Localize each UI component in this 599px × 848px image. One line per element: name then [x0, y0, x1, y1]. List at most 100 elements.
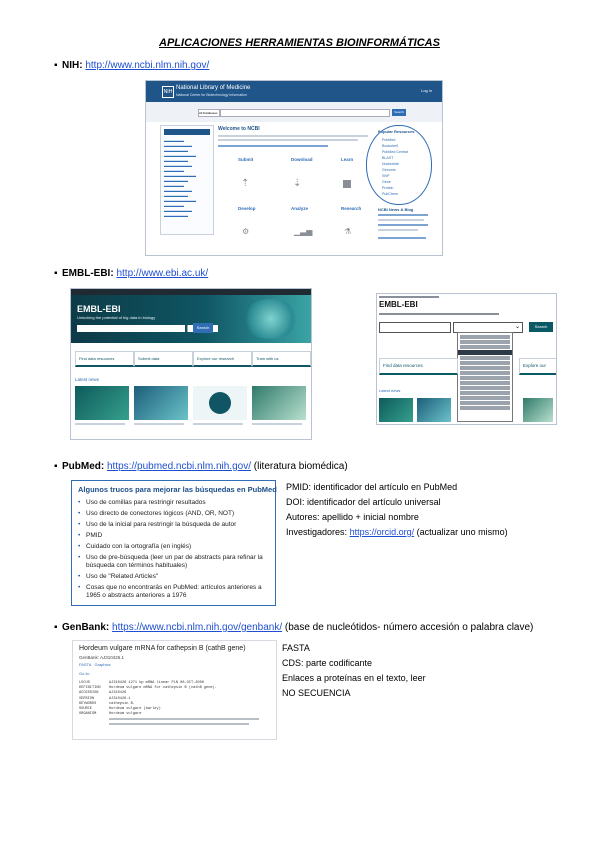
- nih-news-line[interactable]: [378, 237, 426, 239]
- orcid-link[interactable]: https://orcid.org/: [349, 527, 415, 537]
- nih-search-input[interactable]: [220, 109, 390, 117]
- news-caption-line: [193, 423, 243, 425]
- list-item: •Uso de pre-búsqueda (leer un par de abs…: [78, 554, 269, 570]
- bullet-icon: •: [78, 573, 81, 580]
- nih-card-download[interactable]: Download: [291, 157, 313, 162]
- popular-item[interactable]: Genome: [382, 168, 396, 172]
- genbank-link[interactable]: https://www.ncbi.nlm.nih.gov/genbank/: [112, 622, 283, 633]
- field-name: VERSION: [79, 696, 95, 701]
- popular-item[interactable]: SNP: [382, 174, 390, 178]
- ebi2-dropdown-list[interactable]: [457, 332, 513, 422]
- nih-screenshot: NIH National Library of Medicine Nationa…: [145, 80, 443, 256]
- graphics-link[interactable]: Graphics: [94, 662, 111, 667]
- nih-links-line[interactable]: [218, 145, 328, 147]
- nih-text-line: [218, 139, 358, 141]
- nih-news-line[interactable]: [378, 214, 428, 216]
- genbank-accession: GenBank: AJ310426.1: [79, 655, 125, 660]
- nih-login-link[interactable]: Log in: [421, 88, 432, 93]
- ebi-tile-explore[interactable]: Explore our research: [193, 351, 252, 367]
- dropdown-option[interactable]: [460, 406, 510, 410]
- popular-item[interactable]: Bookshelf: [382, 144, 398, 148]
- nih-search-button[interactable]: Search: [392, 109, 406, 116]
- flask-icon: ⚗: [344, 227, 352, 236]
- ebi-hero-graphic: [241, 299, 301, 339]
- dropdown-option[interactable]: [460, 345, 510, 349]
- nih-card-research[interactable]: Research: [341, 206, 362, 211]
- nih-card-submit[interactable]: Submit: [238, 157, 254, 162]
- nih-nav-items[interactable]: ▬▬▬▬▬▬▬▬▬▬▬▬▬▬▬▬▬▬▬▬▬▬▬▬▬▬▬▬▬▬▬▬▬▬▬▬▬▬▬▬…: [164, 138, 196, 218]
- genbank-text-line: [109, 723, 249, 725]
- news-image[interactable]: [75, 386, 129, 420]
- ebi-tile-find[interactable]: Find data resources: [75, 351, 134, 367]
- nih-card-analyze[interactable]: Analyze: [291, 206, 309, 211]
- ebi-label: EMBL-EBI:: [62, 268, 114, 279]
- nih-card-develop[interactable]: Develop: [238, 206, 256, 211]
- dropdown-option[interactable]: [460, 401, 510, 405]
- news-image[interactable]: [193, 386, 247, 420]
- news-image[interactable]: [379, 398, 413, 422]
- dropdown-option[interactable]: [460, 356, 510, 360]
- ebi-search-input[interactable]: [77, 325, 185, 332]
- dropdown-option[interactable]: [460, 391, 510, 395]
- ebi2-tagline-line: [379, 313, 499, 315]
- nih-card-learn[interactable]: Learn: [341, 157, 354, 162]
- pubmed-link[interactable]: https://pubmed.ncbi.nlm.nih.gov/: [107, 461, 251, 472]
- bullet-icon: ▪: [54, 268, 58, 279]
- popular-item[interactable]: BLAST: [382, 156, 394, 160]
- bullet-icon: ▪: [54, 461, 58, 472]
- bullet-icon: •: [78, 499, 81, 506]
- chevron-down-icon: ⌄: [514, 324, 520, 330]
- dropdown-option[interactable]: [460, 366, 510, 370]
- news-image[interactable]: [417, 398, 451, 422]
- ebi2-tile-explore[interactable]: Explore our: [519, 358, 556, 375]
- ebi-tile-train[interactable]: Train with us: [252, 351, 311, 367]
- dropdown-option[interactable]: [460, 361, 510, 365]
- field-name: DEFINITION: [79, 686, 101, 691]
- field-value: AJ310426.1: [109, 696, 131, 701]
- tip-text: Cuidado con la ortografía (en inglés): [86, 543, 192, 550]
- field-value: cathepsin B.: [109, 701, 135, 706]
- field-value: Hordeum vulgare (barley): [109, 707, 161, 712]
- ebi-latest-news[interactable]: Latest news: [75, 377, 100, 382]
- section-ebi: ▪ EMBL-EBI: http://www.ebi.ac.uk/: [54, 268, 209, 279]
- dropdown-option[interactable]: [460, 371, 510, 375]
- dropdown-option[interactable]: [460, 376, 510, 380]
- nih-db-select[interactable]: All Databases: [198, 109, 220, 117]
- news-image[interactable]: [523, 398, 553, 422]
- nih-popular-list[interactable]: PubMed Bookshelf PubMed Central BLAST Nu…: [382, 137, 408, 197]
- dropdown-option[interactable]: [460, 340, 510, 344]
- dropdown-option[interactable]: [460, 381, 510, 385]
- dropdown-option[interactable]: [460, 335, 510, 339]
- fasta-link[interactable]: FASTA: [79, 662, 92, 667]
- ebi2-latest-news[interactable]: Latest news: [379, 388, 401, 393]
- nih-label: NIH:: [62, 60, 83, 71]
- ebi-search-button[interactable]: Search: [193, 323, 213, 333]
- popular-item[interactable]: PubMed: [382, 138, 396, 142]
- popular-item[interactable]: PubChem: [382, 192, 398, 196]
- bullet-icon: •: [78, 521, 81, 528]
- bullet-icon: •: [78, 543, 81, 550]
- nih-link[interactable]: http://www.ncbi.nlm.nih.gov/: [85, 60, 210, 71]
- nih-news-line[interactable]: [378, 224, 428, 226]
- ebi2-tile-find[interactable]: Find data resources: [379, 358, 458, 375]
- popular-item[interactable]: Nucleotide: [382, 162, 399, 166]
- dropdown-option-selected[interactable]: [458, 350, 512, 355]
- popular-item[interactable]: Protein: [382, 186, 394, 190]
- dropdown-option[interactable]: [460, 396, 510, 400]
- ebi-link[interactable]: http://www.ebi.ac.uk/: [116, 268, 209, 279]
- investigadores-label: Investigadores:: [286, 527, 348, 537]
- dropdown-option[interactable]: [460, 386, 510, 390]
- nih-news-line: [378, 229, 418, 231]
- popular-item[interactable]: Gene: [382, 180, 391, 184]
- popular-item[interactable]: PubMed Central: [382, 150, 408, 154]
- news-image[interactable]: [134, 386, 188, 420]
- goto-link[interactable]: Go to:: [79, 671, 90, 676]
- news-image[interactable]: [252, 386, 306, 420]
- genbank-links: FASTA Graphics: [79, 662, 111, 667]
- news-caption-line: [252, 423, 302, 425]
- ebi-tile-submit[interactable]: Submit data: [134, 351, 193, 367]
- nih-nav-header: [164, 129, 210, 135]
- ebi2-search-input[interactable]: [379, 322, 451, 333]
- ebi2-search-button[interactable]: Search: [529, 322, 553, 332]
- tip-text: Uso de la inicial para restringir la bús…: [86, 521, 237, 528]
